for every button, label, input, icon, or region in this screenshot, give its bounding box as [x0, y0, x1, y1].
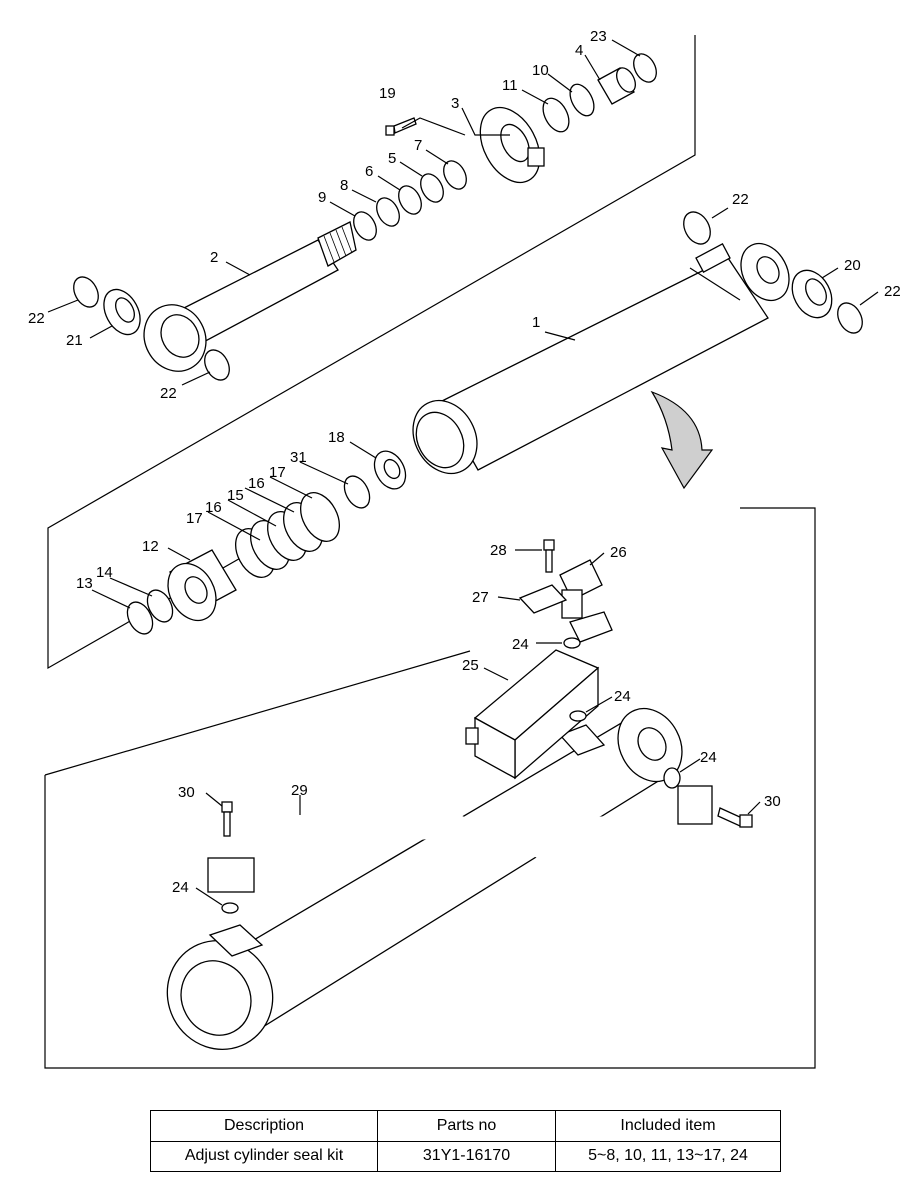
label-20: 20 — [844, 257, 861, 274]
label-17: 17 — [186, 510, 203, 527]
table-header-parts-no: Parts no — [377, 1110, 556, 1142]
label-19: 19 — [379, 85, 396, 102]
ring-22d — [837, 302, 863, 334]
detail-arrow-icon — [650, 390, 714, 490]
ring-9 — [353, 211, 377, 241]
label-22a: 22 — [28, 310, 45, 327]
valve-25-part — [465, 649, 600, 780]
part-labels: 1 2 3 4 5 6 7 8 9 10 11 12 13 14 15 16 1… — [28, 28, 901, 896]
ring-22a — [73, 276, 99, 308]
detail-panel-frame — [44, 507, 816, 1069]
table-cell-description: Adjust cylinder seal kit — [150, 1140, 378, 1172]
label-24d: 24 — [172, 879, 189, 896]
bushing-20-part — [791, 269, 833, 319]
piston-12-part — [167, 549, 237, 622]
label-2: 2 — [210, 249, 218, 266]
label-18: 18 — [328, 429, 345, 446]
label-26: 26 — [610, 544, 627, 561]
table-cell-included-item: 5~8, 10, 11, 13~17, 24 — [555, 1140, 781, 1172]
upper-panel-frame — [47, 35, 696, 670]
label-24c: 24 — [700, 749, 717, 766]
bolt-30-right-part — [717, 807, 753, 828]
leader-lines — [47, 39, 879, 906]
seal-rings-upper — [73, 53, 863, 381]
label-31: 31 — [290, 449, 307, 466]
seal-rings-lower — [126, 475, 371, 635]
label-16: 16 — [205, 499, 222, 516]
label-27: 27 — [472, 589, 489, 606]
ring-10 — [569, 83, 595, 117]
ring-22b — [204, 349, 230, 381]
label-30a: 30 — [178, 784, 195, 801]
label-30b: 30 — [764, 793, 781, 810]
table-header-row: Description Parts no Included item — [150, 1110, 781, 1142]
label-4: 4 — [575, 42, 583, 59]
label-7: 7 — [414, 137, 422, 154]
ring-6 — [398, 185, 422, 215]
seal-kit-table: Description Parts no Included item Adjus… — [150, 1110, 781, 1172]
label-12: 12 — [142, 538, 159, 555]
label-9: 9 — [318, 189, 326, 206]
label-1: 1 — [532, 314, 540, 331]
ring-5 — [420, 173, 444, 203]
clamp-27-part — [518, 584, 568, 614]
bolt-30-left-part — [221, 801, 233, 837]
label-14: 14 — [96, 564, 113, 581]
label-8: 8 — [340, 177, 348, 194]
label-22c: 22 — [732, 191, 749, 208]
label-3: 3 — [451, 95, 459, 112]
table-header-description: Description — [150, 1110, 378, 1142]
gland-flange-part — [479, 106, 545, 184]
table-header-included-item: Included item — [555, 1110, 781, 1142]
ring-8 — [376, 197, 400, 227]
table-cell-parts-no: 31Y1-16170 — [377, 1140, 556, 1172]
label-17b: 17 — [269, 464, 286, 481]
ring-14 — [146, 589, 174, 623]
label-22d: 22 — [884, 283, 901, 300]
label-5: 5 — [388, 150, 396, 167]
piston-rod-part — [143, 221, 357, 372]
bushing-part — [597, 67, 636, 105]
label-11: 11 — [502, 77, 518, 94]
label-6: 6 — [365, 163, 373, 180]
bolt-19-part — [385, 117, 417, 136]
label-21: 21 — [66, 332, 83, 349]
cylinder-tube-part — [412, 242, 790, 475]
ring-22c — [683, 211, 711, 245]
label-29: 29 — [291, 782, 308, 799]
label-28: 28 — [490, 542, 507, 559]
label-13: 13 — [76, 575, 93, 592]
label-10: 10 — [532, 62, 549, 79]
detail-panel-edge — [44, 650, 471, 776]
label-16b: 16 — [248, 475, 265, 492]
label-22b: 22 — [160, 385, 177, 402]
label-24a: 24 — [512, 636, 529, 653]
label-24b: 24 — [614, 688, 631, 705]
label-15: 15 — [227, 487, 244, 504]
pipe-29-part — [207, 785, 713, 893]
label-23: 23 — [590, 28, 607, 45]
table-row: Adjust cylinder seal kit 31Y1-16170 5~8,… — [150, 1140, 781, 1172]
nut-18-part — [373, 450, 407, 490]
bolt-28-part — [543, 539, 555, 573]
ring-13 — [126, 601, 154, 635]
o-rings-24 — [221, 637, 681, 914]
label-25: 25 — [462, 657, 479, 674]
elbow-26-part — [559, 559, 613, 643]
bushing-21-part — [103, 288, 141, 336]
exploded-parts-diagram: 1 2 3 4 5 6 7 8 9 10 11 12 13 14 15 16 1… — [28, 28, 901, 1069]
ring-11 — [542, 97, 570, 133]
ring-7 — [443, 160, 467, 190]
ring-31 — [343, 475, 371, 509]
ring-17b — [300, 492, 340, 542]
